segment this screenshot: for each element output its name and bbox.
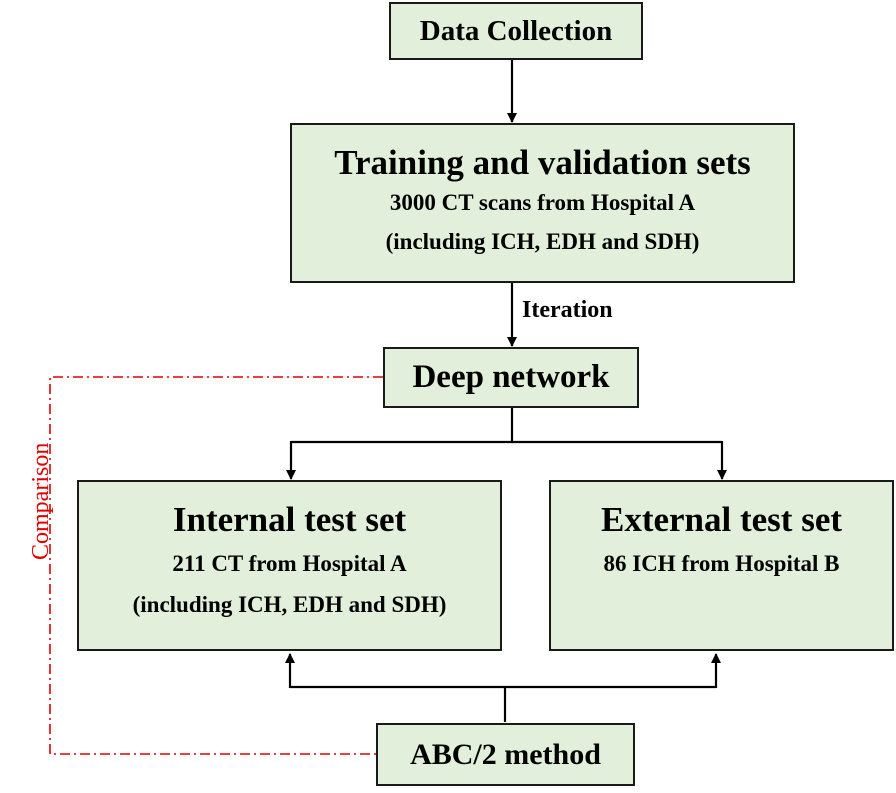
deep-network-title: Deep network — [412, 359, 610, 395]
external-title: External test set — [600, 500, 843, 539]
internal-line2: (including ICH, EDH and SDH) — [132, 592, 447, 617]
abc-method-title: ABC/2 method — [410, 738, 601, 771]
data-collection-box: Data Collection — [389, 2, 643, 60]
external-line1: 86 ICH from Hospital B — [603, 551, 840, 576]
data-collection-title: Data Collection — [419, 15, 613, 47]
internal-title: Internal test set — [172, 500, 407, 539]
deep-network-box: Deep network — [383, 347, 639, 408]
arrow-network-split — [291, 408, 514, 444]
training-line2: (including ICH, EDH and SDH) — [385, 229, 700, 254]
comparison-label: Comparison — [28, 442, 54, 560]
internal-test-box: Internal test set 211 CT from Hospital A… — [77, 480, 502, 651]
abc-method-box: ABC/2 method — [376, 723, 635, 786]
training-line1: 3000 CT scans from Hospital A — [389, 190, 696, 215]
internal-line1: 211 CT from Hospital A — [172, 551, 407, 576]
comparison-line — [49, 376, 383, 755]
training-box: Training and validation sets 3000 CT sca… — [290, 123, 795, 283]
training-title: Training and validation sets — [334, 143, 751, 182]
iteration-label: Iteration — [522, 297, 613, 323]
external-test-box: External test set 86 ICH from Hospital B — [549, 480, 894, 651]
